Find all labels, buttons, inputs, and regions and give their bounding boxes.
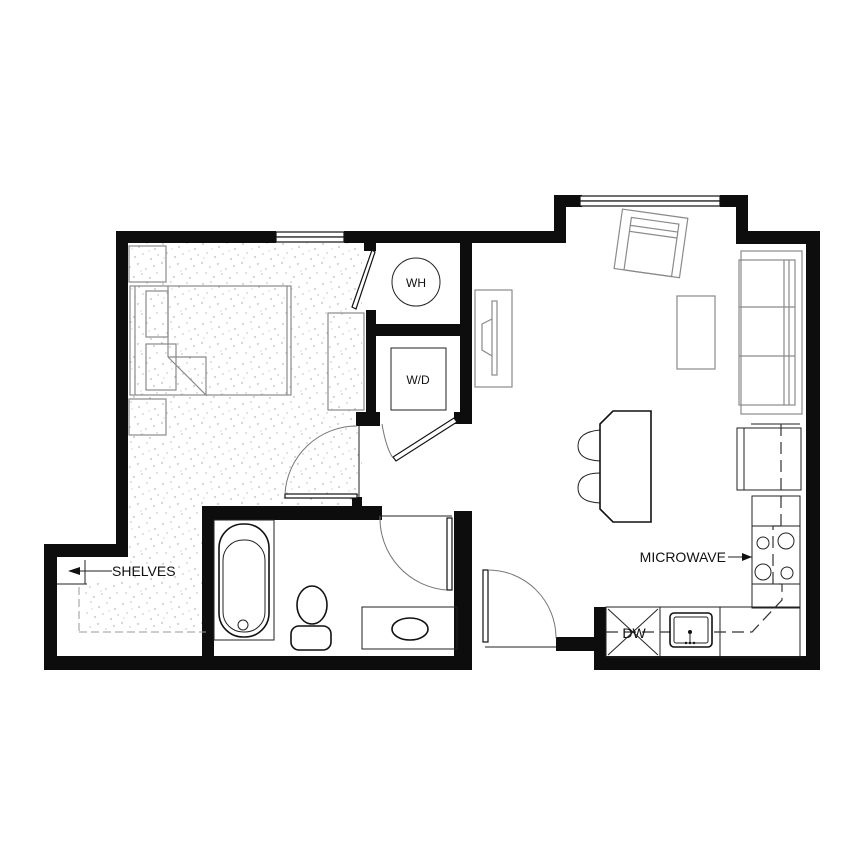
bath-vanity [361,606,458,650]
washer-dryer: W/D [390,347,447,411]
armchair [613,208,689,279]
closet-shelves: SHELVES [57,560,206,633]
bedroom-window [275,231,345,243]
coffee-table [676,295,716,370]
dishwasher: DW [607,608,659,656]
living-window [579,195,721,207]
dw-label: DW [622,625,646,641]
entry-door[interactable] [482,569,557,648]
nightstand-top [128,245,167,283]
bedroom-door[interactable] [284,425,360,499]
wd-label: W/D [406,373,430,387]
pillow [145,343,177,391]
water-heater: WH [391,257,441,307]
bedroom-carpet [128,243,362,630]
shelves-label: SHELVES [112,563,176,579]
bedroom-bifold-door[interactable] [351,249,376,310]
nightstand-bottom [128,398,167,436]
closet-carpet [85,580,210,630]
wh-label: WH [406,276,426,290]
microwave-callout: MICROWAVE [640,549,752,565]
tv-console [474,289,513,388]
toilet [290,585,332,651]
laundry-bifold-door[interactable] [381,417,458,462]
kitchen-sink [669,612,713,648]
refrigerator [736,423,802,530]
dresser [327,312,365,411]
bedroom-furniture [128,245,365,436]
sofa [738,250,803,415]
bed [129,285,292,396]
dining-table [577,410,652,523]
microwave-label: MICROWAVE [640,549,726,565]
range-counter [751,495,801,609]
walls [44,195,820,670]
bathtub [213,519,275,641]
bathroom-door[interactable] [379,515,453,591]
